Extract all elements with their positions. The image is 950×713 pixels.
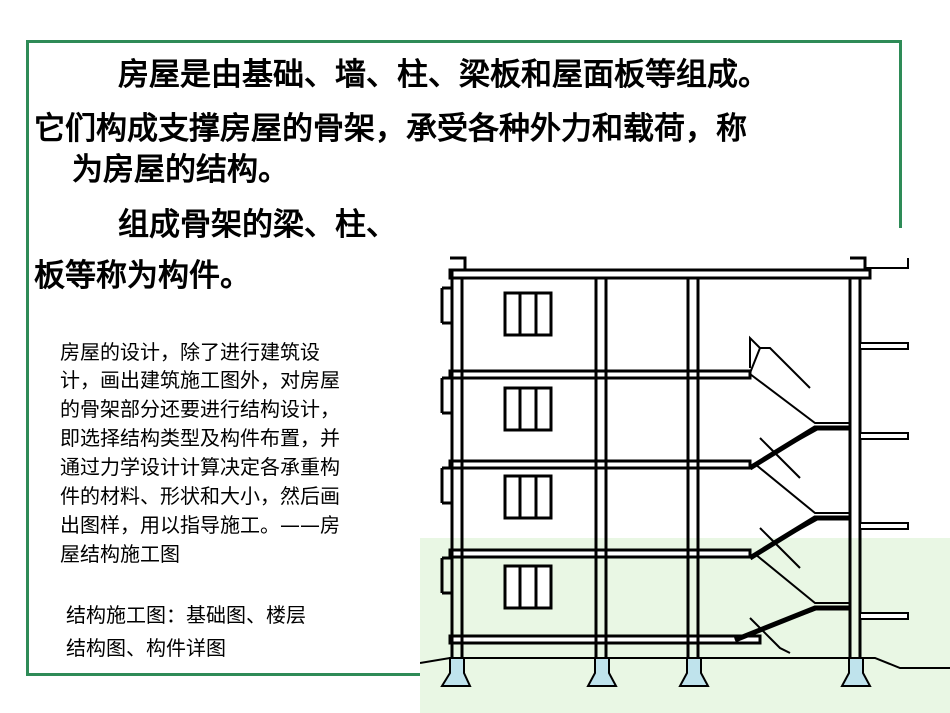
left-wall — [440, 270, 464, 658]
paragraph3-line: 屋结构施工图 — [60, 542, 180, 566]
paragraph1-line2: 它们构成支撑房屋的骨架，承受各种外力和载荷，称 — [34, 111, 747, 147]
paragraph1-line1: 房屋是由基础、墙、柱、梁板和屋面板等组成。 — [118, 57, 769, 93]
paragraph3-line: 房屋的设计，除了进行建筑设 — [60, 340, 320, 364]
paragraph2-line1: 组成骨架的梁、柱、 — [118, 207, 397, 243]
interior-columns — [594, 278, 862, 658]
paragraph3-line: 通过力学设计计算决定各承重构 — [60, 455, 340, 479]
paragraph4-line1: 结构施工图：基础图、楼层 — [66, 603, 306, 627]
paragraph3-line: 即选择结构类型及构件布置，并 — [60, 426, 340, 450]
roof-slab — [448, 268, 872, 280]
right-wall-panels — [859, 342, 909, 620]
building-section-drawing — [420, 228, 950, 713]
paragraph4-line2: 结构图、构件详图 — [66, 636, 226, 660]
ground-line — [420, 657, 950, 669]
footings — [440, 657, 872, 687]
paragraph3-line: 的骨架部分还要进行结构设计， — [60, 397, 340, 421]
paragraph1-line3: 为房屋的结构。 — [72, 152, 289, 188]
paragraph3-line: 计，画出建筑施工图外，对房屋 — [60, 368, 340, 392]
windows — [503, 291, 553, 610]
paragraph3-line: 出图样，用以指导施工。——房 — [60, 513, 340, 537]
paragraph3-line: 件的材料、形状和大小，然后画 — [60, 484, 340, 508]
paragraph2-line2: 板等称为构件。 — [34, 258, 251, 294]
